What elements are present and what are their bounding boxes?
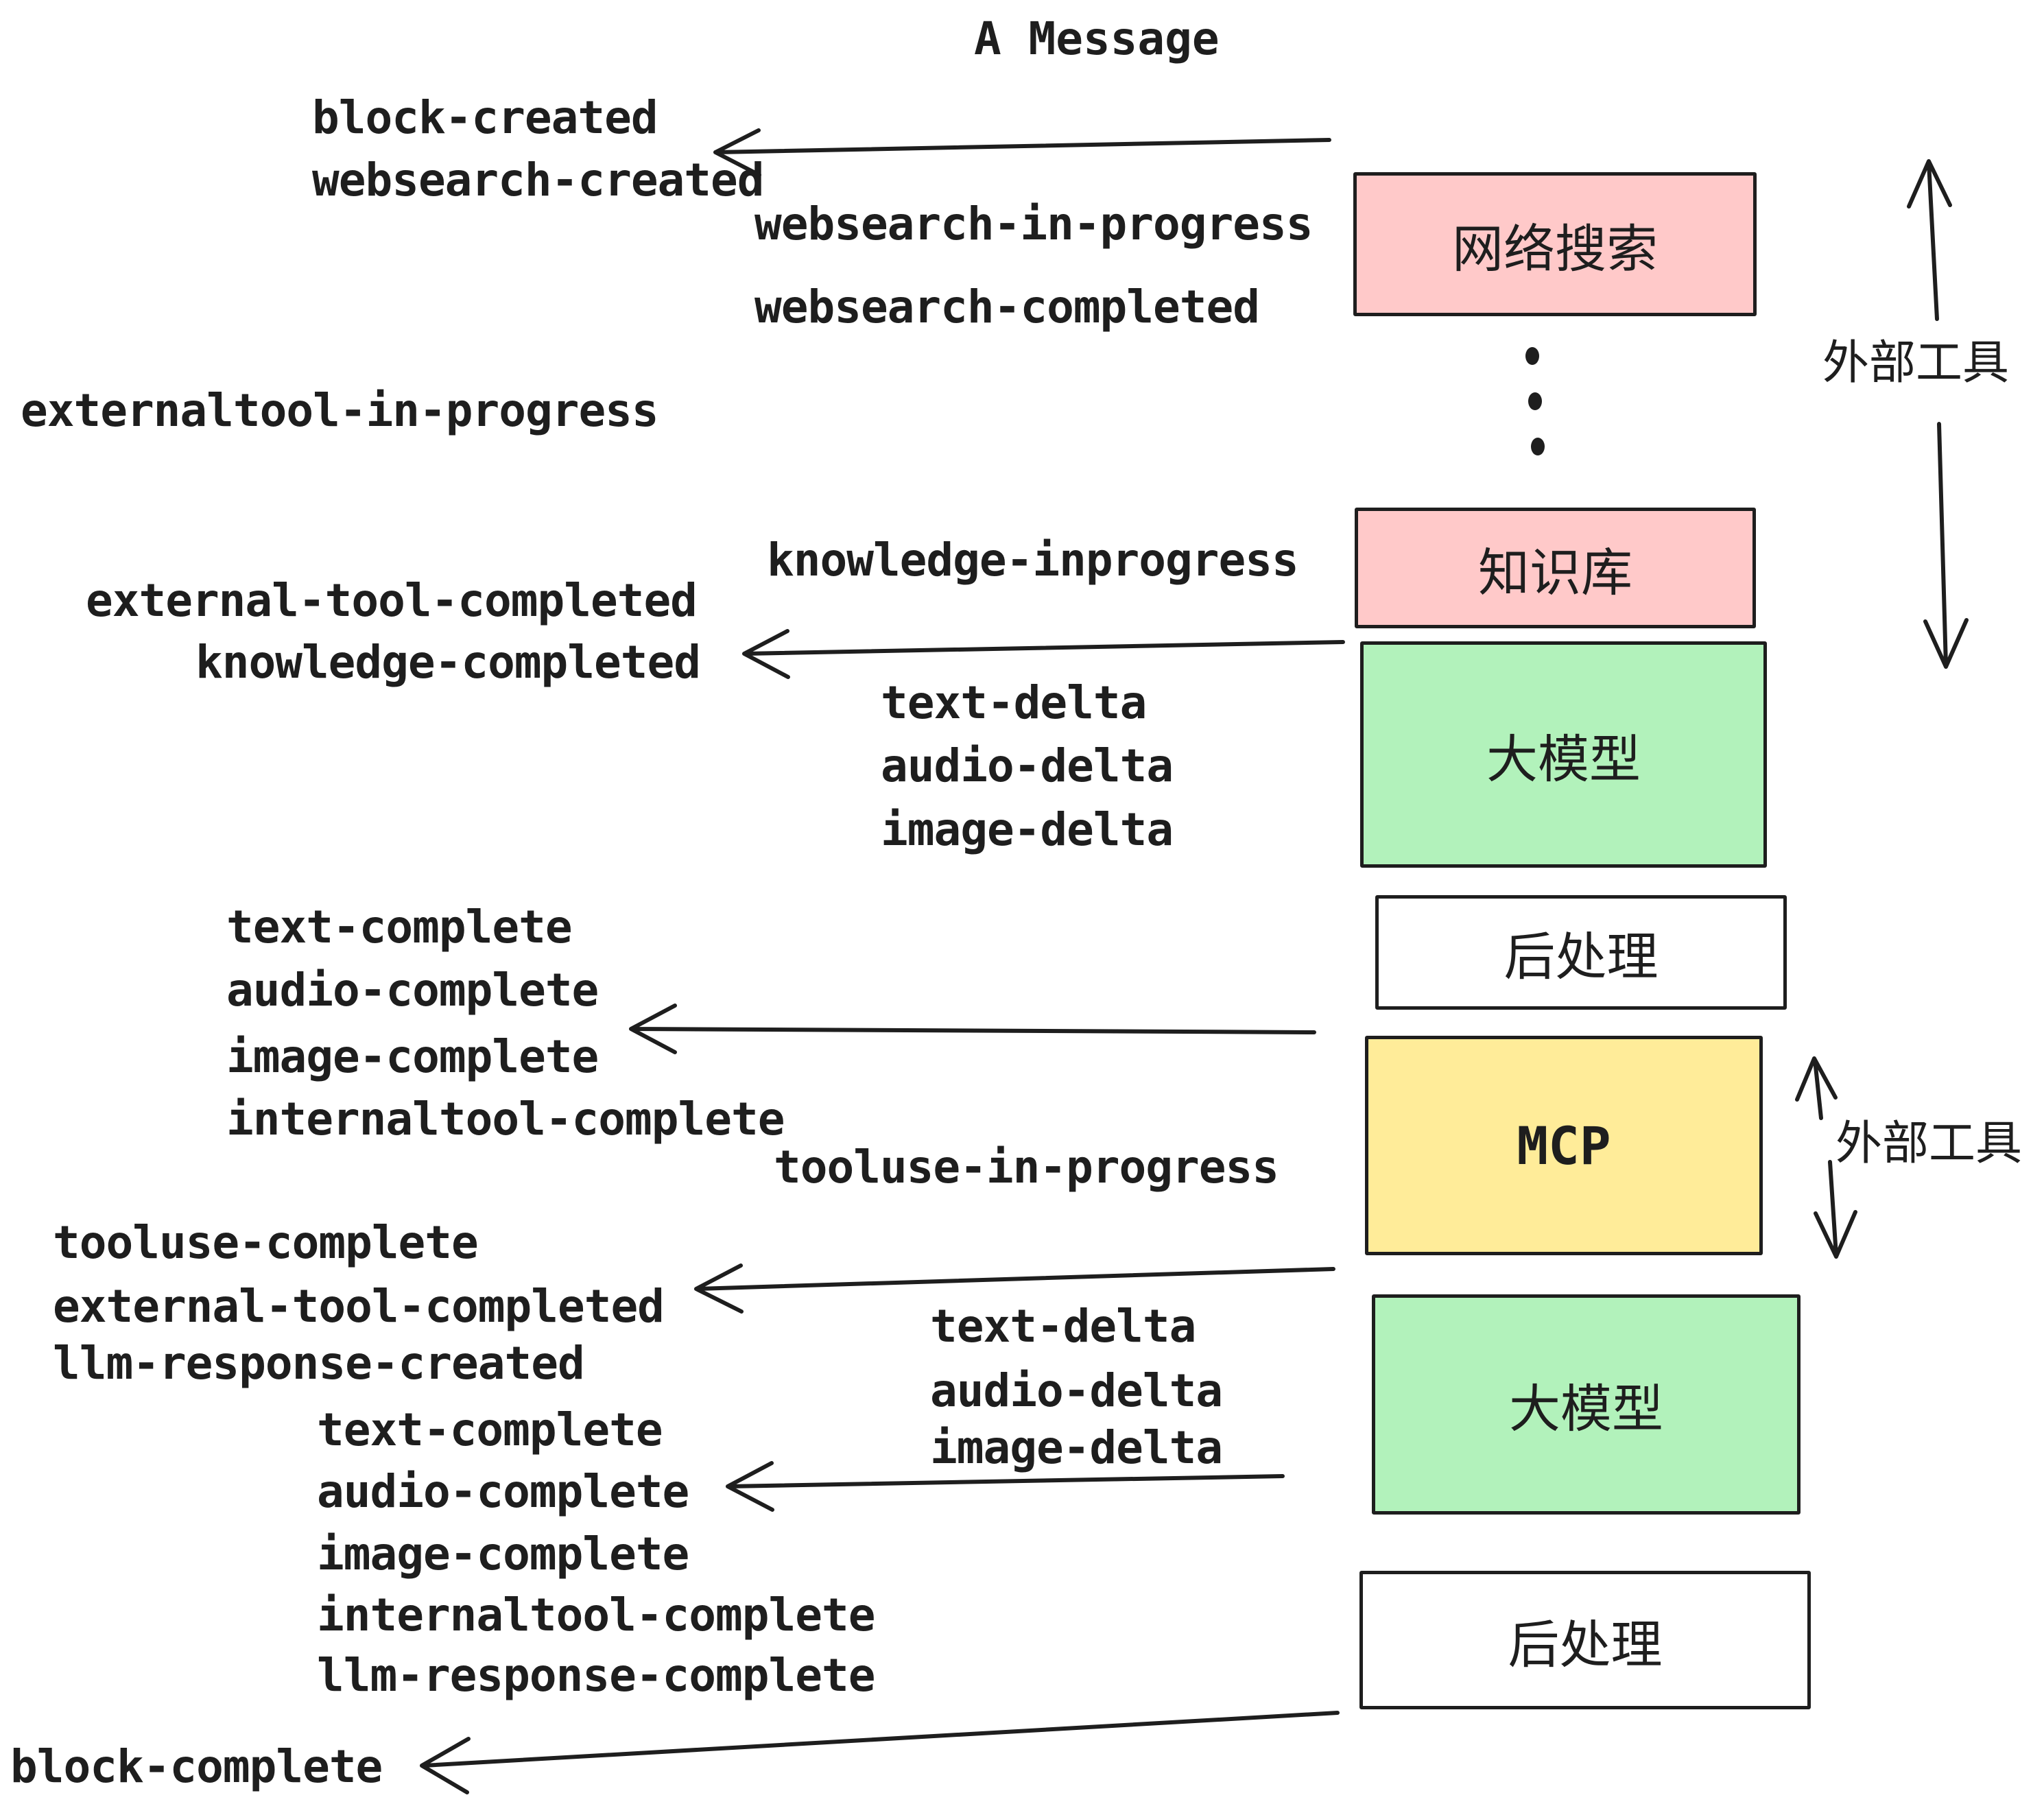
ellipsis-dots xyxy=(1525,347,1545,455)
event-internaltool-complete-1: internaltool-complete xyxy=(226,1093,785,1146)
event-audio-delta-2: audio-delta xyxy=(930,1364,1223,1417)
box-llm-1: 大模型 xyxy=(1360,641,1767,868)
event-text-delta-2: text-delta xyxy=(930,1300,1196,1353)
arrow-image-complete xyxy=(629,1004,1316,1054)
box-knowledge: 知识库 xyxy=(1355,508,1756,628)
event-websearch-in-progress: websearch-in-progress xyxy=(754,198,1313,250)
arrow-external-tools-mcp-down xyxy=(1814,1160,1857,1259)
event-websearch-created: websearch-created xyxy=(312,154,765,206)
event-image-delta-2: image-delta xyxy=(930,1421,1223,1474)
event-audio-complete-1: audio-complete xyxy=(226,964,599,1017)
box-mcp: MCP xyxy=(1365,1036,1763,1255)
event-external-tool-completed-2: external-tool-completed xyxy=(53,1280,665,1333)
event-image-complete-2: image-complete xyxy=(317,1528,689,1580)
event-block-complete: block-complete xyxy=(10,1740,383,1793)
event-knowledge-inprogress: knowledge-inprogress xyxy=(767,534,1299,586)
arrow-block-complete xyxy=(420,1711,1340,1794)
event-image-delta-1: image-delta xyxy=(881,803,1174,856)
event-audio-delta-1: audio-delta xyxy=(881,739,1174,792)
event-llm-response-created: llm-response-created xyxy=(53,1337,585,1390)
label-external-tools-mcp: 外部工具 xyxy=(1835,1117,2023,1171)
box-postprocess-2: 后处理 xyxy=(1359,1571,1811,1709)
event-external-tool-completed-1: external-tool-completed xyxy=(86,574,698,627)
arrow-external-tools-up xyxy=(1907,159,1952,321)
event-knowledge-completed: knowledge-completed xyxy=(195,636,701,689)
arrow-block-created xyxy=(713,128,1331,177)
arrow-knowledge-completed xyxy=(742,629,1345,679)
event-text-complete-1: text-complete xyxy=(226,901,573,953)
event-llm-response-complete: llm-response-complete xyxy=(317,1649,875,1702)
box-llm-2: 大模型 xyxy=(1372,1294,1801,1515)
event-image-complete-1: image-complete xyxy=(226,1030,599,1083)
event-block-created: block-created xyxy=(312,91,658,144)
event-text-complete-2: text-complete xyxy=(317,1403,663,1456)
box-websearch: 网络搜索 xyxy=(1353,172,1757,316)
event-internaltool-complete-2: internaltool-complete xyxy=(317,1589,875,1641)
event-tooluse-complete: tooluse-complete xyxy=(53,1216,479,1269)
event-websearch-completed: websearch-completed xyxy=(754,281,1260,333)
arrow-external-tools-mcp-up xyxy=(1795,1056,1838,1120)
arrow-external-tools-down xyxy=(1923,422,1969,669)
box-postprocess-1: 后处理 xyxy=(1375,895,1787,1010)
diagram-title: A Message xyxy=(974,12,1220,65)
event-text-delta-1: text-delta xyxy=(881,676,1147,729)
label-external-tools-top: 外部工具 xyxy=(1822,336,2010,390)
event-externaltool-in-progress: externaltool-in-progress xyxy=(21,384,659,437)
event-audio-complete-2: audio-complete xyxy=(317,1465,689,1518)
event-tooluse-in-progress: tooluse-in-progress xyxy=(774,1141,1279,1194)
